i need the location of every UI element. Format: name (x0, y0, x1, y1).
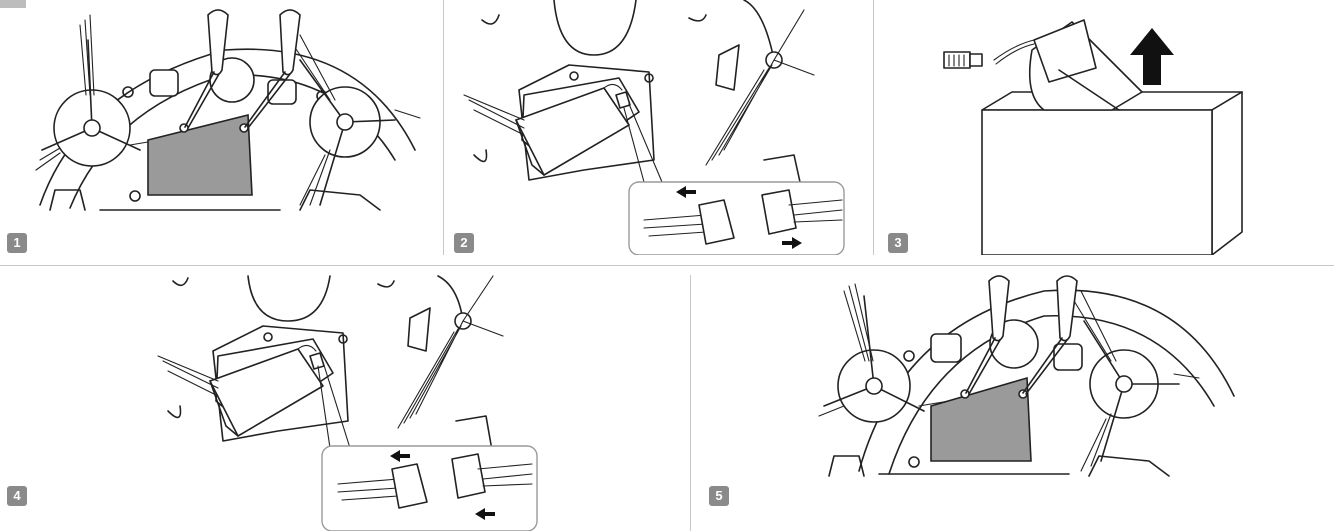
step-5-illustration (691, 266, 1334, 531)
step-number-badge: 1 (7, 233, 27, 253)
step-number-badge: 3 (888, 233, 908, 253)
step-3-illustration (874, 0, 1334, 255)
step-number-badge: 2 (454, 233, 474, 253)
step-2-illustration (444, 0, 873, 255)
step-4-panel: 4 (0, 266, 690, 531)
step-2-panel: 2 (444, 0, 873, 255)
step-5-panel: 5 (691, 266, 1334, 531)
step-1-illustration (0, 0, 443, 255)
lift-arrow-icon (1130, 28, 1174, 85)
step-3-panel: 3 (874, 0, 1334, 255)
step-number-badge: 5 (709, 486, 729, 506)
step-4-illustration (0, 266, 690, 531)
step-1-panel: 1 (0, 0, 443, 255)
step-number-badge: 4 (7, 486, 27, 506)
